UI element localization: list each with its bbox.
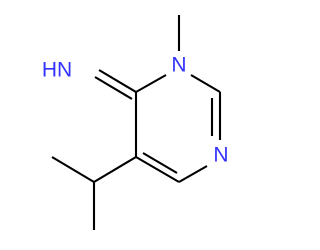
bond-c5-isopropyl [93,156,137,183]
atom-label-n1: N [171,54,186,77]
bond-n1-c6 [135,74,167,93]
bond-isopropyl-methyl-a [51,156,95,183]
bond-c4-c5-outer [135,156,180,183]
molecule-structure-diagram: HN N N [42,15,229,230]
bond-n1-c2 [190,74,221,93]
bond-n3-c4 [178,165,208,183]
atom-label-imine-nh: HN [42,59,72,82]
atom-label-n3: N [213,144,228,167]
bond-c6-imine-lower [94,76,133,100]
bond-c4-c5-inner [142,152,178,174]
bond-c6-imine-upper [98,69,137,93]
